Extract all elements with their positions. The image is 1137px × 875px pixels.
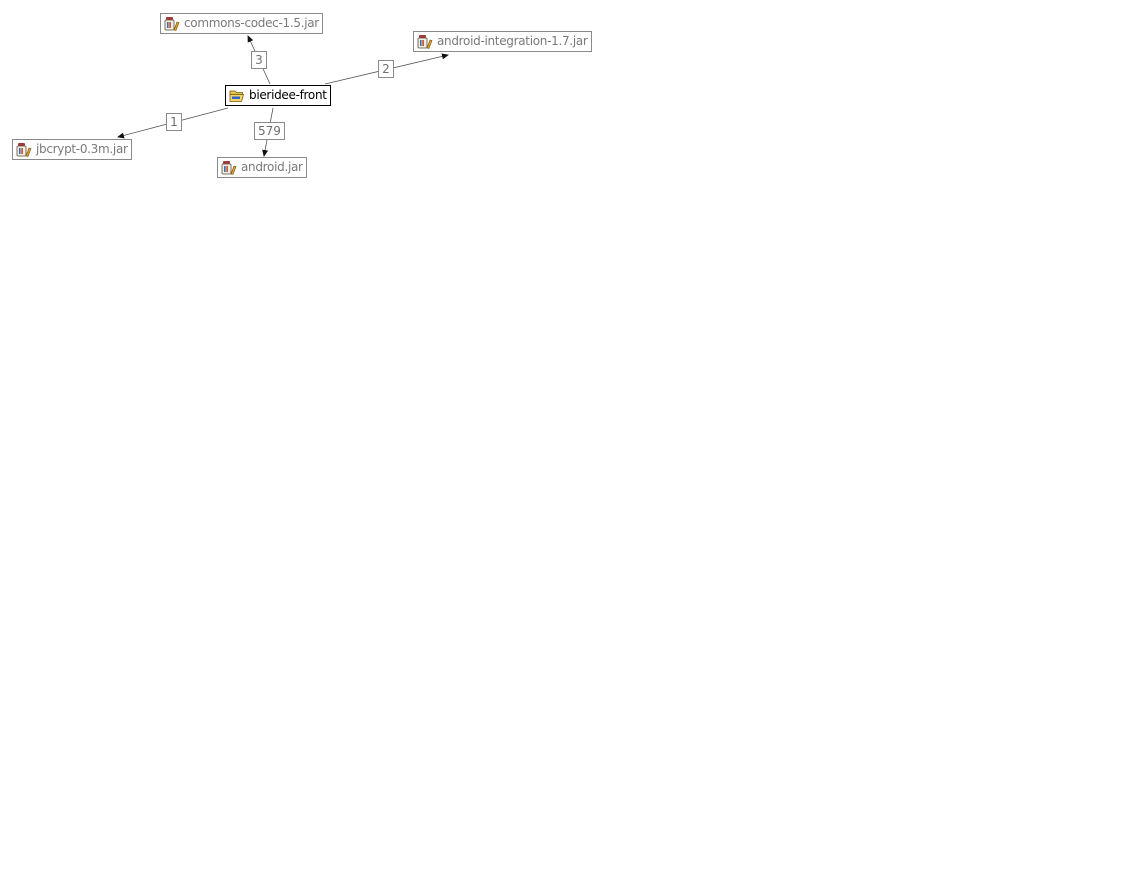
edge-count-commons-codec: 3 [251, 51, 267, 69]
edge-count-android-integration: 2 [378, 60, 394, 78]
edge-count-android: 579 [254, 122, 285, 140]
root-project-node[interactable]: bieridee-front [225, 85, 331, 106]
dependency-node-jbcrypt[interactable]: jbcrypt-0.3m.jar [12, 139, 132, 160]
dependency-label: android.jar [241, 160, 303, 174]
jar-library-icon [164, 16, 180, 31]
dependency-node-commons-codec[interactable]: commons-codec-1.5.jar [160, 13, 323, 34]
folder-open-icon [229, 88, 245, 103]
dependency-label: commons-codec-1.5.jar [184, 16, 319, 30]
root-project-label: bieridee-front [249, 88, 327, 102]
jar-library-icon [417, 34, 433, 49]
jar-library-icon [221, 160, 237, 175]
edge-count-jbcrypt: 1 [166, 113, 182, 131]
dependency-label: jbcrypt-0.3m.jar [36, 142, 128, 156]
dependency-label: android-integration-1.7.jar [437, 34, 588, 48]
jar-library-icon [16, 142, 32, 157]
dependency-node-android[interactable]: android.jar [217, 157, 307, 178]
dependency-node-android-integration[interactable]: android-integration-1.7.jar [413, 31, 592, 52]
